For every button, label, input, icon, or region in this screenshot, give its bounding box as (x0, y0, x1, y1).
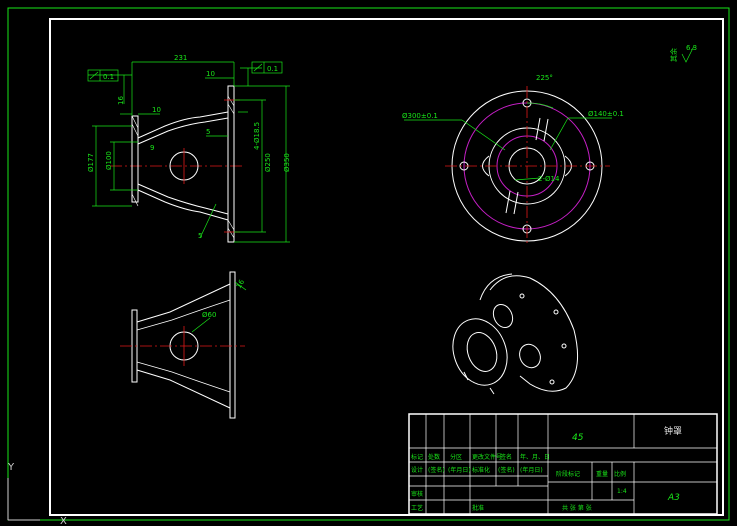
ucs-x-label: X (60, 516, 67, 526)
title-scale-value: 1:4 (617, 488, 627, 495)
dim-dia-350: Ø350 (283, 153, 291, 172)
front-section-view[interactable]: 231 10 0.1 0.1 16 10 5 Ø177 Ø100 9 4-Ø18… (87, 54, 291, 243)
title-sign-label: (签名) (428, 466, 445, 474)
dim-pcd-140: Ø140±0.1 (588, 110, 624, 118)
title-row-label-1: 标记 (411, 453, 423, 461)
dim-dia-177: Ø177 (87, 153, 95, 172)
dim-thk-10: 10 (152, 106, 161, 114)
tol-right-value: 0.1 (267, 65, 278, 73)
title-design-label: 设计 (411, 466, 423, 474)
title-date-label-2: (年月日) (520, 466, 543, 474)
title-approve-label: 批准 (472, 504, 484, 512)
title-review-label: 审核 (411, 490, 423, 498)
dim-flange-thk: 10 (206, 70, 215, 78)
end-view[interactable]: 225° Ø300±0.1 Ø140±0.1 2-Ø14 (402, 74, 624, 246)
title-process-label: 工艺 (411, 504, 423, 512)
dim-slot-14: 2-Ø14 (538, 175, 560, 183)
dim-angle-225: 225° (536, 74, 553, 82)
dim-side-16: 16 (235, 278, 247, 290)
title-scale-label: 比例 (614, 470, 626, 478)
cone-upper-wall (137, 111, 229, 145)
iso-side-hole-1 (492, 303, 514, 329)
title-part-name: 钟罩 (664, 425, 682, 437)
cone-lower-wall (137, 183, 229, 221)
left-flange (131, 115, 139, 203)
flatness-frame-left (87, 69, 119, 82)
iso-small-end-inner (466, 332, 498, 372)
iso-side-hole-2 (519, 343, 541, 369)
dim-hole-4: 4-Ø18.5 (253, 122, 261, 150)
flatness-frame-right (251, 61, 283, 74)
title-sign-label-2: (签名) (498, 466, 515, 474)
title-weight-label: 重量 (596, 470, 608, 478)
dim-hole-60: Ø60 (202, 311, 216, 319)
title-std-label: 标准化 (472, 466, 490, 474)
iso-small-end-outer (452, 318, 508, 386)
title-material: 45 (572, 433, 584, 443)
dim-pcd-300: Ø300±0.1 (402, 112, 438, 120)
outer-frame (7, 7, 730, 521)
title-stage-label: 阶段标记 (556, 470, 580, 478)
side-view[interactable]: Ø60 16 (120, 271, 247, 419)
tol-left-value: 0.1 (103, 73, 114, 81)
side-right-flange (229, 271, 236, 419)
title-row-label-4: 更改文件号 (472, 453, 502, 461)
title-sheets: 共 张 第 张 (562, 504, 592, 512)
dim-dia-100: Ø100 (105, 151, 113, 170)
title-row-label-6: 年、月、日 (520, 453, 550, 461)
title-date-label: (年月日) (448, 466, 471, 474)
svg-text:其余: 其余 (669, 48, 678, 62)
title-block[interactable]: 45 钟罩 标记 处数 分区 更改文件号 签名 年、月、日 设计 (签名) (年… (408, 413, 718, 515)
isometric-view[interactable] (444, 273, 579, 395)
dim-thk-5: 5 (206, 128, 210, 136)
iso-flange-outline (489, 275, 579, 392)
ucs-y-label: Y (7, 462, 15, 473)
dim-dia-250: Ø250 (264, 153, 272, 172)
dim-angle-16: 16 (117, 96, 125, 105)
dim-9: 9 (150, 144, 154, 152)
title-row-label-3: 分区 (450, 453, 462, 461)
title-row-label-5: 签名 (500, 453, 512, 461)
inner-frame (49, 18, 724, 516)
title-row-label-2: 处数 (428, 453, 440, 461)
right-flange (227, 85, 235, 243)
roughness-symbol: 6.3 其余 (669, 44, 697, 63)
dim-slope-5: 5 (198, 232, 202, 240)
ucs-icon (7, 478, 40, 521)
title-sheet-size: A3 (667, 493, 680, 503)
svg-text:6.3: 6.3 (686, 44, 697, 52)
dim-top-length: 231 (174, 54, 187, 62)
